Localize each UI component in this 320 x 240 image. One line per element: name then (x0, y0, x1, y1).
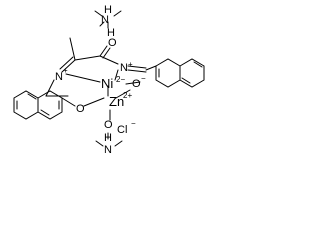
imine-n-right-charge: + (128, 60, 133, 69)
top-amine-h-upper: H (104, 4, 112, 16)
zinc-charge: 2+ (123, 91, 132, 100)
imine-n-left-charge: + (63, 66, 68, 75)
chloride-charge: − (131, 119, 136, 128)
nickel-atom: Ni (101, 76, 113, 91)
left-naphthyl-ring (13, 90, 76, 120)
imine-n-right: N (120, 62, 128, 74)
zinc-atom: Zn (109, 94, 124, 109)
molecule-diagram: H N H O (0, 0, 229, 156)
metal-bonds (65, 69, 141, 121)
top-amine-h-lower: H (107, 27, 115, 39)
structure-drawing: H N H O (13, 4, 205, 156)
ligand-backbone (45, 37, 147, 97)
right-naphthyl-ring (145, 58, 205, 88)
phenoxide-o-right: O (132, 78, 141, 90)
phenoxide-o-left: O (76, 103, 85, 115)
bottom-amine-h: H (104, 132, 112, 144)
bottom-amine-n: N (104, 144, 112, 156)
carbonyl-o: O (108, 37, 117, 49)
zinc-bound-o: O (104, 119, 113, 131)
chloride: Cl (117, 124, 127, 136)
top-dimethylamine: H N H (94, 4, 122, 39)
phenoxide-o-right-charge: − (141, 74, 146, 83)
nickel-charge: 2− (116, 75, 125, 84)
bottom-dimethylamine: H N (95, 132, 123, 156)
top-amine-n: N (101, 14, 109, 26)
imine-n-left: N (55, 71, 63, 83)
